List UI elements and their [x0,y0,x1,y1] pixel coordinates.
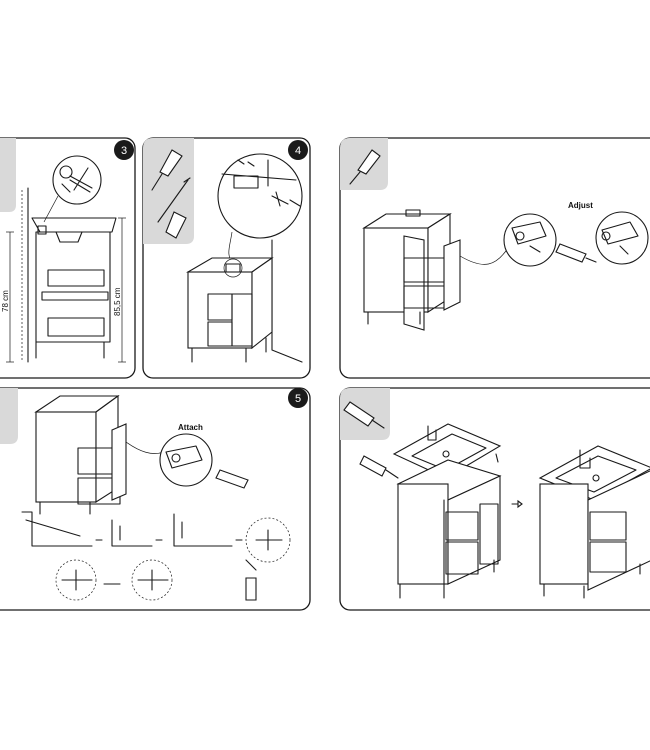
screwdriver-icon [151,149,183,191]
panel-step-3: 3 78 cm [0,137,136,379]
screw-icon [157,177,191,239]
step-number-4: 4 [295,145,301,157]
cabinet-open-door [362,209,461,331]
hinge-attach-detail [159,433,213,487]
adjust-screwdriver [555,243,587,263]
cabinet-attach-door [34,394,127,515]
silicone-gun-apply [359,455,399,479]
hinge-detail-1 [503,213,557,267]
wall-bracket-detail [217,153,303,239]
silicone-gun-icon [343,401,385,429]
height-label-85: 85,5 cm [113,287,122,316]
cabinet-finished [538,445,650,599]
step-badge-5 [288,388,308,408]
screwdriver-icon [349,149,381,185]
attach-label: Attach [178,423,203,432]
attach-screwdriver [215,469,249,489]
dimension-78: 78 cm [1,231,14,363]
tool-tab-5 [0,388,18,444]
adjust-label: Adjust [568,201,593,210]
step-badge-4 [288,140,308,160]
panel-sink-install [339,387,650,611]
dimension-85: 85,5 cm [113,217,126,363]
cabinet-wall-mount [185,256,274,363]
panel-step-5: 5 Attach [0,387,311,611]
panel-hinge-adjust: Adjust [339,137,650,379]
tool-tab-3 [0,138,16,212]
step-badge-3 [114,140,134,160]
cabinet-side-view [21,187,117,363]
wall-plug-detail [52,155,102,205]
step-number-3: 3 [121,145,127,157]
cabinet-before [396,459,502,599]
drawer-assembly-sequence [21,511,291,601]
hinge-detail-2 [595,211,649,265]
step-number-5: 5 [295,393,301,405]
height-label-78: 78 cm [1,290,10,312]
panel-step-4: 4 [142,137,311,379]
